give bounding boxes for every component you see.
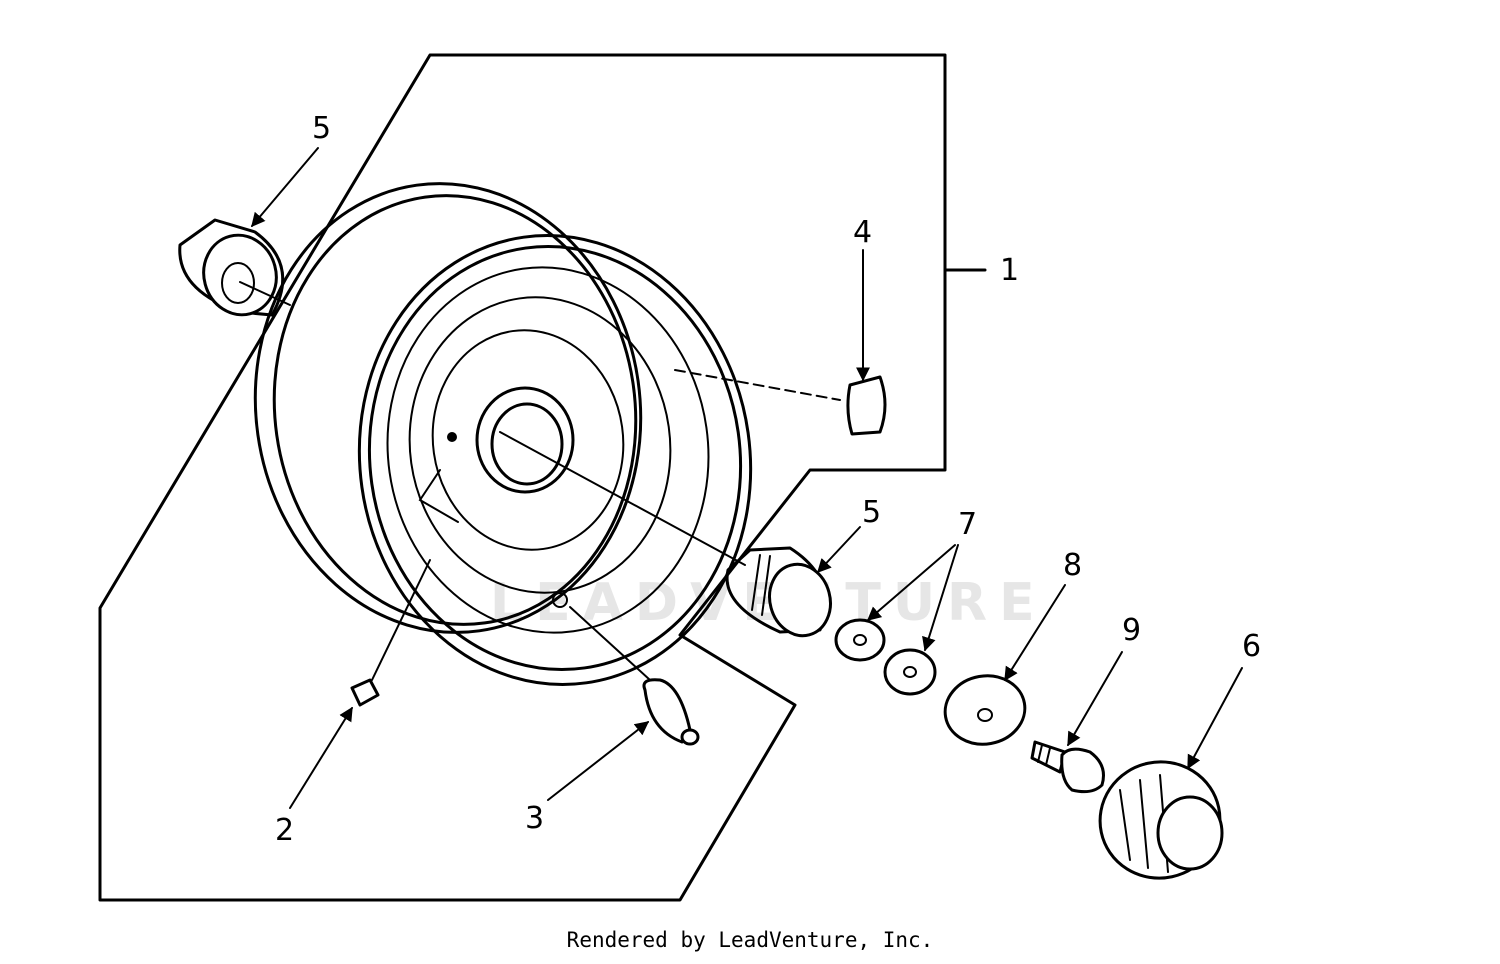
bushing-right bbox=[499, 431, 832, 638]
callout-6: 6 bbox=[1242, 629, 1261, 664]
callout-arrow-2 bbox=[289, 706, 353, 809]
callout-arrow-7a bbox=[866, 544, 956, 621]
watermark-text: LEADVENTURE bbox=[490, 573, 1047, 633]
grease-fitting bbox=[569, 606, 700, 746]
bolt bbox=[1030, 740, 1105, 794]
credit-text: Rendered by LeadVenture, Inc. bbox=[566, 928, 934, 952]
callout-arrow-5a bbox=[251, 147, 319, 228]
wheel-cap bbox=[1098, 760, 1224, 880]
callout-9: 9 bbox=[1122, 613, 1141, 648]
clip-part bbox=[674, 369, 887, 436]
wheel-rim bbox=[253, 182, 753, 686]
callout-3: 3 bbox=[525, 801, 544, 836]
bushing-left bbox=[178, 218, 291, 317]
callout-arrow-7b bbox=[922, 544, 959, 652]
callout-arrow-3 bbox=[547, 721, 650, 801]
callout-5-right: 5 bbox=[862, 495, 881, 530]
callout-1: 1 bbox=[1000, 253, 1019, 288]
valve-stem bbox=[350, 559, 431, 707]
callout-8: 8 bbox=[1063, 548, 1082, 583]
callout-arrow-9 bbox=[1067, 651, 1123, 747]
washer-right bbox=[883, 648, 937, 696]
callout-5-left: 5 bbox=[312, 111, 331, 146]
washer-left bbox=[834, 618, 886, 662]
callout-4: 4 bbox=[853, 215, 872, 250]
callout-arrow-5b bbox=[817, 526, 861, 574]
callout-arrow-8 bbox=[1004, 584, 1066, 682]
callout-2: 2 bbox=[275, 813, 294, 848]
callout-7: 7 bbox=[958, 507, 977, 542]
large-washer bbox=[943, 674, 1027, 746]
callout-arrow-6 bbox=[1187, 667, 1243, 770]
assembly-outline bbox=[98, 53, 947, 902]
